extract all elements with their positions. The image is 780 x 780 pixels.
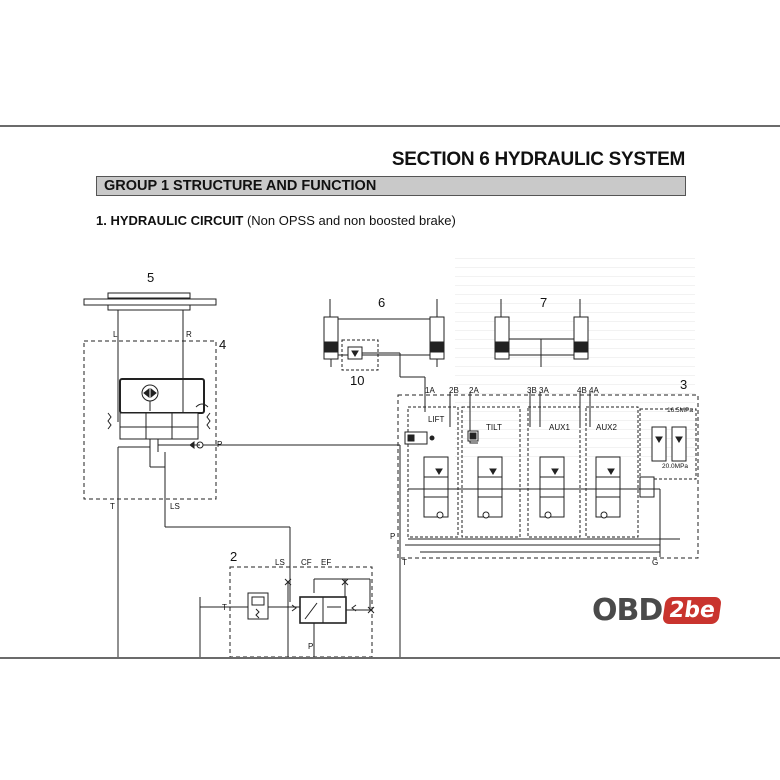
steering-unit <box>83 327 400 527</box>
watermark-text: OBD <box>592 592 663 628</box>
manual-page: SECTION 6 HYDRAULIC SYSTEM GROUP 1 STRUC… <box>0 125 780 659</box>
callout-2: 2 <box>230 549 237 564</box>
callout-5: 5 <box>147 270 154 285</box>
section-aux1-label: AUX1 <box>549 423 570 432</box>
port-R: R <box>186 330 192 339</box>
port-T-priority: T <box>222 603 227 612</box>
relief-pressure-low: 20.0MPa <box>662 463 688 470</box>
port-LS-steering: LS <box>170 502 180 511</box>
port-4A: 4A <box>589 386 599 395</box>
port-4B: 4B <box>577 386 587 395</box>
main-control-valve <box>397 392 699 559</box>
hydraulic-circuit-diagram: 5 L R 4 <box>83 270 699 657</box>
callout-6: 6 <box>378 295 385 310</box>
piping-lines <box>117 445 401 657</box>
group-title: GROUP 1 STRUCTURE AND FUNCTION <box>104 178 377 194</box>
section-lift-label: LIFT <box>428 415 445 424</box>
port-LS-priority: LS <box>275 558 285 567</box>
steering-axle <box>83 292 217 327</box>
watermark-badge: 2be <box>662 596 723 624</box>
section-tilt-label: TILT <box>486 423 502 432</box>
port-2B: 2B <box>449 386 459 395</box>
port-T-steering: T <box>110 502 115 511</box>
port-T-valve: T <box>402 558 407 567</box>
circuit-heading-note: (Non OPSS and non boosted brake) <box>243 213 456 228</box>
port-1A: 1A <box>425 386 435 395</box>
lift-cylinders <box>494 299 589 367</box>
circuit-heading: 1. HYDRAULIC CIRCUIT (Non OPSS and non b… <box>96 213 456 228</box>
port-L: L <box>113 330 118 339</box>
port-P-valve: P <box>390 532 395 541</box>
port-3B: 3B <box>527 386 537 395</box>
callout-3: 3 <box>680 377 687 392</box>
port-EF: EF <box>321 558 331 567</box>
port-P-priority: P <box>308 642 313 651</box>
port-2A: 2A <box>469 386 479 395</box>
flow-control-valve <box>341 339 426 397</box>
port-P-steering: P <box>217 440 222 449</box>
watermark-logo: OBD 2be <box>592 590 723 630</box>
section-title: SECTION 6 HYDRAULIC SYSTEM <box>391 149 685 170</box>
callout-4: 4 <box>219 337 226 352</box>
tilt-cylinders <box>323 299 445 367</box>
port-G: G <box>652 558 658 567</box>
relief-pressure-high: 16.5MPa <box>667 407 693 414</box>
callout-10: 10 <box>350 373 364 388</box>
port-CF: CF <box>301 558 312 567</box>
section-aux2-label: AUX2 <box>596 423 617 432</box>
circuit-heading-bold: 1. HYDRAULIC CIRCUIT <box>96 213 244 228</box>
port-3A: 3A <box>539 386 549 395</box>
priority-valve <box>200 566 375 657</box>
callout-7: 7 <box>540 295 547 310</box>
group-bar: GROUP 1 STRUCTURE AND FUNCTION <box>96 176 686 196</box>
